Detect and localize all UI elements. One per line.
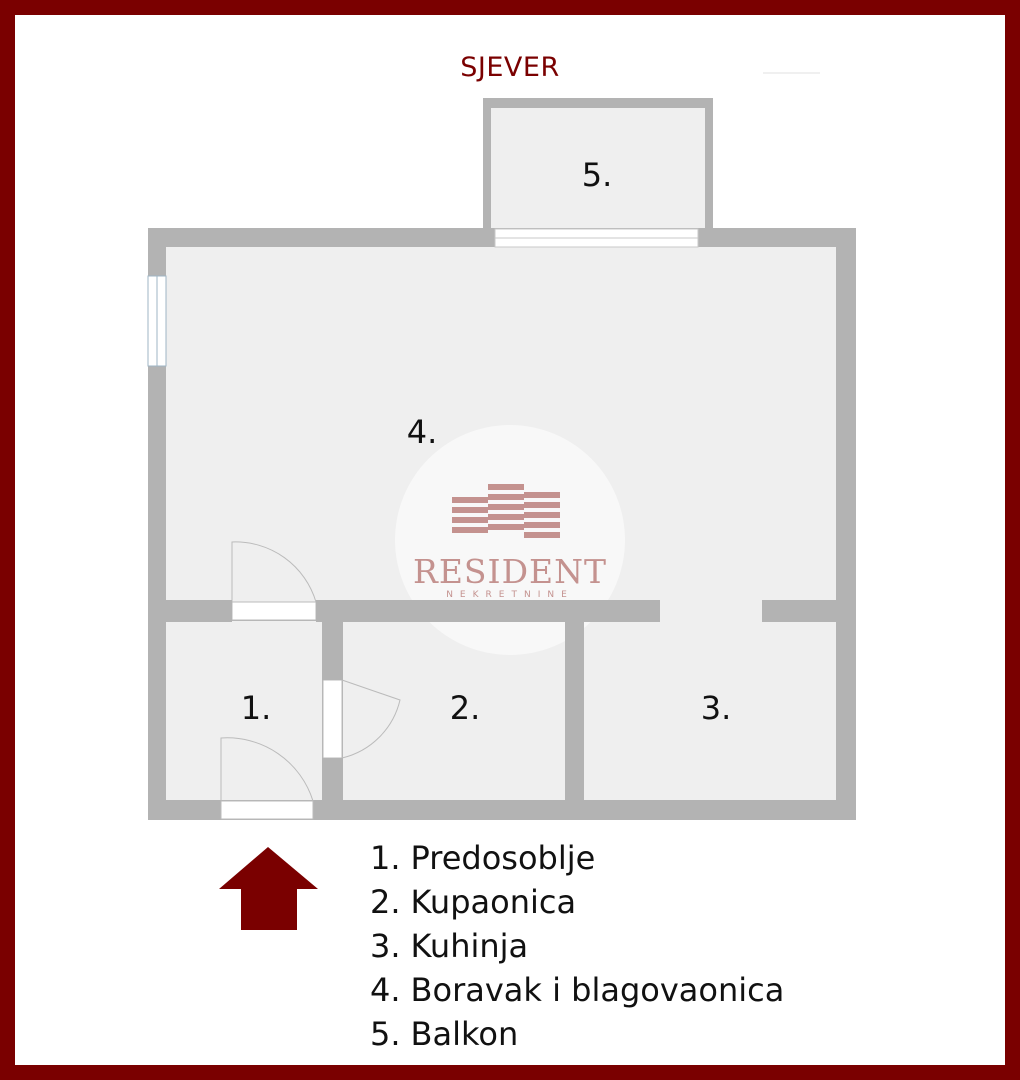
room-number-3: 3. bbox=[700, 689, 732, 727]
legend-number: 5. bbox=[370, 1015, 401, 1053]
room-number-4: 4. bbox=[406, 413, 438, 451]
legend-label: Balkon bbox=[410, 1015, 519, 1053]
legend-label: Kupaonica bbox=[410, 883, 577, 921]
legend-item: 1.Predosoblje bbox=[370, 838, 784, 882]
window-left bbox=[147, 275, 167, 367]
legend-item: 3.Kuhinja bbox=[370, 926, 784, 970]
building-logo-icon bbox=[452, 484, 560, 538]
room-number-2: 2. bbox=[449, 689, 481, 727]
watermark-logo: RESIDENT NEKRETNINE bbox=[395, 425, 625, 655]
watermark-subtitle: NEKRETNINE bbox=[446, 590, 574, 600]
room-legend: 1.Predosoblje 2.Kupaonica 3.Kuhinja 4.Bo… bbox=[370, 838, 784, 1058]
north-label: SJEVER bbox=[460, 52, 560, 83]
inner-walls bbox=[148, 600, 856, 820]
door-entrance bbox=[220, 737, 314, 820]
watermark-brand: RESIDENT bbox=[413, 552, 607, 591]
balcony bbox=[483, 98, 713, 248]
legend-number: 3. bbox=[370, 927, 401, 965]
door-bathroom bbox=[322, 679, 401, 759]
room-number-5: 5. bbox=[581, 156, 613, 194]
legend-number: 2. bbox=[370, 883, 401, 921]
room-number-1: 1. bbox=[240, 689, 272, 727]
legend-number: 4. bbox=[370, 971, 401, 1009]
kitchen-opening bbox=[660, 600, 762, 623]
up-arrow-icon bbox=[219, 847, 318, 930]
legend-item: 2.Kupaonica bbox=[370, 882, 784, 926]
legend-item: 5.Balkon bbox=[370, 1014, 784, 1058]
door-living-room bbox=[231, 541, 317, 621]
legend-item: 4.Boravak i blagovaonica bbox=[370, 970, 784, 1014]
legend-label: Kuhinja bbox=[410, 927, 529, 965]
legend-label: Boravak i blagovaonica bbox=[410, 971, 785, 1009]
legend-label: Predosoblje bbox=[410, 839, 596, 877]
legend-number: 1. bbox=[370, 839, 401, 877]
room-3-floor bbox=[584, 621, 836, 800]
